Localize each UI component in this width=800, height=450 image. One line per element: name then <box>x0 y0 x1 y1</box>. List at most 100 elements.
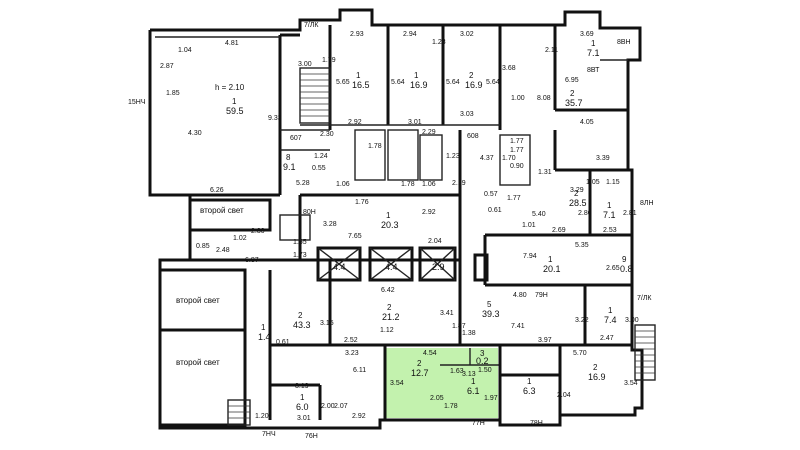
room-height: h = 2.10 <box>215 83 245 92</box>
dimension: 1.31 <box>538 169 552 176</box>
room-number: 1 <box>232 97 237 106</box>
dimension: 0.90 <box>510 163 524 170</box>
room-number: 3 <box>480 349 485 358</box>
second-light-label: второй свет <box>200 206 244 215</box>
dimension: 3.54 <box>624 380 638 387</box>
room-number: 1 <box>386 211 391 220</box>
elevator-shafts <box>316 246 489 282</box>
dimension: 6.26 <box>210 187 224 194</box>
room-area: 0.8 <box>620 264 633 274</box>
dimension: 7.65 <box>348 233 362 240</box>
dimension: 2.07 <box>334 403 348 410</box>
dimension: 6.95 <box>565 77 579 84</box>
dimension: 1.97 <box>484 395 498 402</box>
dimension: 1.77 <box>507 195 521 202</box>
dimension: 0.57 <box>484 191 498 198</box>
dimension: 3.68 <box>502 65 516 72</box>
dimension: 3.69 <box>580 31 594 38</box>
dimension: 1.76 <box>355 199 369 206</box>
axis-78n: 78Н <box>530 420 543 427</box>
dimension: 1.78 <box>368 143 382 150</box>
dimension: 1.78 <box>444 403 458 410</box>
dimension: 1.87 <box>452 323 466 330</box>
stairs-top <box>299 67 331 124</box>
dimension: 5.64 <box>486 79 500 86</box>
dimension: 5.28 <box>296 180 310 187</box>
dimension: 6.42 <box>381 287 395 294</box>
room-area: 12.7 <box>411 368 429 378</box>
room-area: 7.1 <box>603 210 616 220</box>
dimension: 3.29 <box>570 187 584 194</box>
dimension: 2.11 <box>545 47 558 54</box>
dimension: 0.85 <box>196 243 210 250</box>
dimension: 1.20 <box>255 413 269 420</box>
elevator-area: 4.4 <box>333 262 346 272</box>
room-area: 20.3 <box>381 220 399 230</box>
dimension: 1.85 <box>166 90 180 97</box>
dimension: 4.30 <box>188 130 202 137</box>
room-number: 2 <box>298 311 303 320</box>
dimension: 8.08 <box>537 95 551 102</box>
dimension: 1.05 <box>586 179 600 186</box>
dimension: 1.00 <box>511 95 525 102</box>
dimension: 0.55 <box>312 165 326 172</box>
dimension: 2.92 <box>352 413 366 420</box>
dimension: 2.92 <box>422 209 436 216</box>
dimension: 1.06 <box>336 181 350 188</box>
axis-15nch: 15НЧ <box>128 99 146 106</box>
room-number: 1 <box>261 323 266 332</box>
dimension: 608 <box>467 133 479 140</box>
axis-77n: 77Н <box>472 420 485 427</box>
room-number: 2 <box>593 363 598 372</box>
dimension: 7.94 <box>523 253 537 260</box>
dimension: 2.52 <box>344 337 358 344</box>
dimension: 4.37 <box>480 155 494 162</box>
dimension: 2.29 <box>422 129 436 136</box>
dimension: 1.77 <box>510 147 524 154</box>
dimension: 3.13 <box>462 371 476 378</box>
stairs-left <box>227 399 251 426</box>
room-area: 20.1 <box>543 264 561 274</box>
axis-7lk-top: 7/ЛК <box>304 22 319 29</box>
axis-7nch: 7НЧ <box>262 431 276 438</box>
dimension: 3.01 <box>408 119 422 126</box>
dimension: 1.78 <box>401 181 415 188</box>
room-number: 2 <box>574 189 579 198</box>
dimension: 1.79 <box>322 57 336 64</box>
room-number: 2 <box>469 71 474 80</box>
room-number: 1 <box>471 377 476 386</box>
room-area: 16.9 <box>465 80 483 90</box>
elevator-area: 2.9 <box>432 262 445 272</box>
room-area: 39.3 <box>482 309 500 319</box>
room-area: 59.5 <box>226 106 244 116</box>
dimension: 6.11 <box>353 367 366 374</box>
dimension: 3.15 <box>320 320 334 327</box>
room-area: 7.4 <box>604 315 617 325</box>
dimension: 0.61 <box>276 339 290 346</box>
room-area: 16.9 <box>588 372 606 382</box>
dimension: 2.93 <box>350 31 364 38</box>
dimension: 1.24 <box>314 153 328 160</box>
room-number: 2 <box>387 303 392 312</box>
dimension: 2.00 <box>321 403 335 410</box>
dimension: 5.65 <box>336 79 350 86</box>
dimension: 1.04 <box>178 47 192 54</box>
highlighted-unit[interactable] <box>385 348 498 418</box>
dimension: 1.38 <box>462 330 476 337</box>
dimension: 3.41 <box>440 310 454 317</box>
dimension: 3.28 <box>323 221 337 228</box>
dimension: 3.54 <box>390 380 404 387</box>
room-area: 43.3 <box>293 320 311 330</box>
axis-76n: 76Н <box>305 433 318 440</box>
dimension: 2.87 <box>160 63 174 70</box>
dimension: 2.30 <box>320 131 334 138</box>
room-number: 1 <box>414 71 419 80</box>
room-area: 16.9 <box>410 80 428 90</box>
axis-8bn: 8ВН <box>617 39 631 46</box>
room-number: 1 <box>527 377 532 386</box>
room-number: 1 <box>356 71 361 80</box>
room-area: 16.5 <box>352 80 370 90</box>
dimension: 5.64 <box>391 79 405 86</box>
dimension: 3.39 <box>596 155 610 162</box>
